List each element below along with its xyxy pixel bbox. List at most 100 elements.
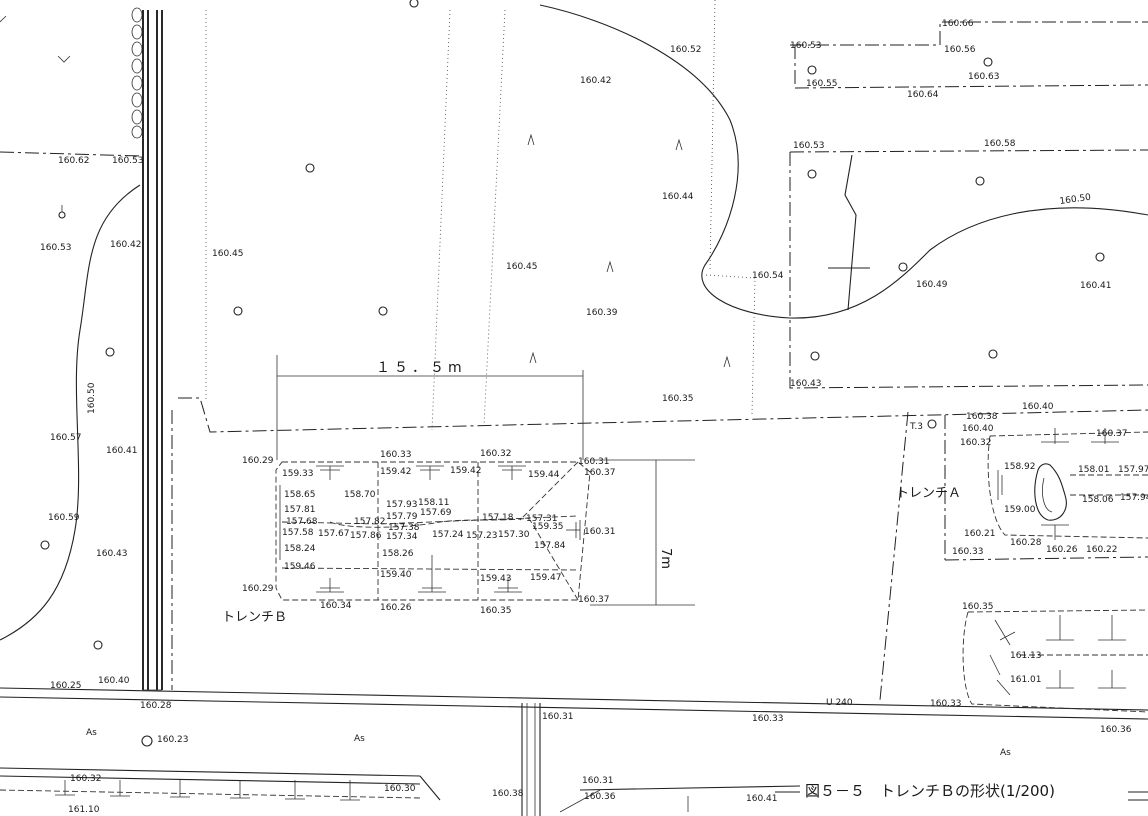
elevation-label: 160.42 xyxy=(110,240,142,250)
elevation-label: 159.35 xyxy=(532,522,564,532)
bottom-strip xyxy=(0,780,689,813)
elevation-label: 160.32 xyxy=(480,449,512,459)
asphalt-label: As xyxy=(86,728,97,738)
elevation-label: 160.33 xyxy=(752,714,784,724)
trench-a-outline xyxy=(987,428,1148,540)
elevation-label: 160.32 xyxy=(960,438,992,448)
elevation-label: 160.59 xyxy=(48,513,80,523)
elevation-label: 160.28 xyxy=(140,701,172,711)
elevation-label: 160.21 xyxy=(964,529,996,539)
dimension-width-label: １５．５m xyxy=(376,360,466,376)
elevation-label: 160.33 xyxy=(952,547,984,557)
elevation-label: 160.30 xyxy=(384,784,416,794)
elevation-label: 159.46 xyxy=(284,562,316,572)
elevation-label: 160.35 xyxy=(662,394,694,404)
elevation-label: 160.55 xyxy=(806,79,838,89)
elevation-label: 159.42 xyxy=(450,466,482,476)
trench-b-label: トレンチＢ xyxy=(222,610,287,625)
contour-label: 160.50 xyxy=(1059,193,1092,207)
elevation-label: 160.31 xyxy=(582,776,614,786)
elevation-label: 158.11 xyxy=(418,498,450,508)
elevation-label: 157.23 xyxy=(466,531,498,541)
trench-a-label: トレンチＡ xyxy=(896,486,961,501)
field-symbols xyxy=(0,0,1105,747)
elevation-label: 160.53 xyxy=(40,243,72,253)
lower-right-trench xyxy=(962,609,1148,713)
text-layer: １５．５m 7m トレンチＢ トレンチＡ 図５－５ トレンチＢの形状(1/200… xyxy=(40,19,1148,815)
elevation-label: 160.38 xyxy=(492,789,524,799)
elevation-label: 160.64 xyxy=(907,90,939,100)
elevation-label: 158.92 xyxy=(1004,462,1036,472)
elevation-label: 160.25 xyxy=(50,681,82,691)
elevation-label: 157.31 xyxy=(526,514,558,524)
elevation-label: 160.31 xyxy=(584,527,616,537)
elevation-label: 157.67 xyxy=(318,529,350,539)
elevation-label: 157.82 xyxy=(354,517,386,527)
elevation-label: 160.39 xyxy=(586,308,618,318)
elevation-label: 159.33 xyxy=(282,469,314,479)
elevation-label: 160.44 xyxy=(662,192,694,202)
elevation-label: 158.06 xyxy=(1082,495,1114,505)
contour-label: 160.50 xyxy=(87,382,97,414)
elevation-label: 159.47 xyxy=(530,573,562,583)
elevation-label: 160.36 xyxy=(584,792,616,802)
elevation-label: 157.18 xyxy=(482,513,514,523)
elevation-label: 159.00 xyxy=(1004,505,1036,515)
elevation-label: 160.28 xyxy=(1010,538,1042,548)
elevation-label: 160.37 xyxy=(584,468,616,478)
elevation-label: 160.33 xyxy=(930,699,962,709)
elevation-label: 160.37 xyxy=(578,595,610,605)
elevation-label: 158.24 xyxy=(284,544,316,554)
elevation-label: 160.43 xyxy=(790,379,822,389)
elevation-label: 160.23 xyxy=(157,735,189,745)
elevation-label: 160.54 xyxy=(752,271,784,281)
elevation-label: 159.40 xyxy=(380,570,412,580)
u240-label: U 240 xyxy=(826,698,853,708)
hedge-symbols xyxy=(131,7,143,139)
elevation-label: 160.33 xyxy=(380,450,412,460)
elevation-label: 158.70 xyxy=(344,490,376,500)
elevation-label: 160.53 xyxy=(112,156,144,166)
elevation-label: 160.37 xyxy=(1096,429,1128,439)
asphalt-label: As xyxy=(1000,748,1011,758)
dimension-width xyxy=(276,355,584,460)
elevation-label: 157.79 xyxy=(386,512,418,522)
elevation-label: 160.26 xyxy=(380,603,412,613)
elevation-label: 159.42 xyxy=(380,467,412,477)
elevation-label: 160.22 xyxy=(1086,545,1118,555)
elevation-label: 160.45 xyxy=(212,249,244,259)
elevation-label: 160.49 xyxy=(916,280,948,290)
elevation-label: 160.41 xyxy=(106,446,138,456)
elevation-label: 158.26 xyxy=(382,549,414,559)
elevation-label: 160.40 xyxy=(98,676,130,686)
elevation-label: 160.40 xyxy=(1022,402,1054,412)
elevation-label: 157.34 xyxy=(386,532,418,542)
dimension-height xyxy=(590,459,695,606)
elevation-label: 160.52 xyxy=(670,45,702,55)
elevation-label: 160.34 xyxy=(320,601,352,611)
elevation-label: 158.01 xyxy=(1078,465,1110,475)
elevation-label: 160.62 xyxy=(58,156,90,166)
elevation-label: 157.94 xyxy=(1120,493,1148,503)
elevation-label: 160.36 xyxy=(1100,725,1132,735)
figure-caption: 図５－５ トレンチＢの形状(1/200) xyxy=(805,782,1055,800)
elevation-label: 157.97 xyxy=(1118,465,1148,475)
elevation-label: 160.41 xyxy=(1080,281,1112,291)
dotted-lines xyxy=(205,0,756,431)
elevation-label: 160.29 xyxy=(242,584,274,594)
elevation-label: 157.84 xyxy=(534,541,566,551)
elevation-label: 157.81 xyxy=(284,505,316,515)
elevation-label: 160.43 xyxy=(96,549,128,559)
elevation-label: 160.32 xyxy=(70,774,102,784)
elevation-label: 157.93 xyxy=(386,500,418,510)
elevation-label: 159.43 xyxy=(480,574,512,584)
elevation-label: 160.66 xyxy=(942,19,974,29)
elevation-label: 157.58 xyxy=(282,528,314,538)
elevation-label: 157.86 xyxy=(350,531,382,541)
elevation-label: 160.35 xyxy=(480,606,512,616)
property-boundaries xyxy=(0,21,1148,701)
elevation-label: 160.63 xyxy=(968,72,1000,82)
elevation-label: 159.44 xyxy=(528,470,560,480)
elevation-label: 157.24 xyxy=(432,530,464,540)
elevation-label: 160.38 xyxy=(966,412,998,422)
